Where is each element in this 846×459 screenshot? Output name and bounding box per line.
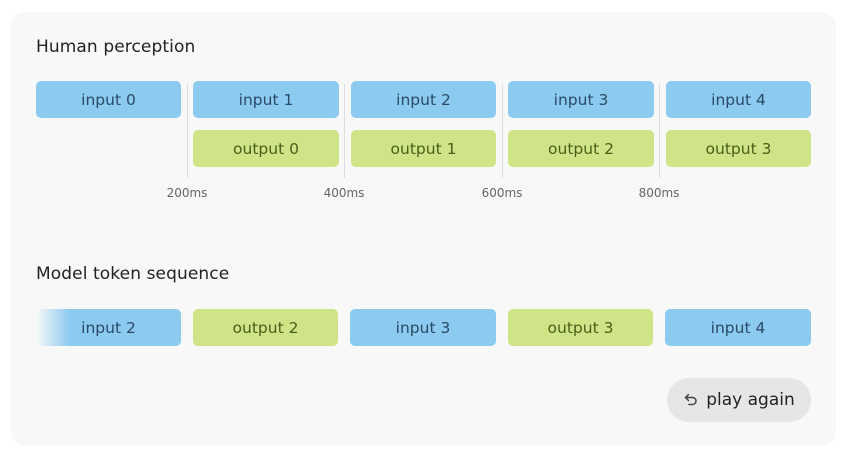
perception-output-3: output 3 — [666, 130, 811, 167]
human-perception-title: Human perception — [36, 37, 196, 57]
perception-output-1: output 1 — [351, 130, 496, 167]
play-again-label: play again — [706, 390, 795, 410]
time-divider — [187, 84, 188, 178]
time-tick-400ms: 400ms — [323, 186, 365, 200]
perception-output-2: output 2 — [508, 130, 654, 167]
sequence-token-2: input 3 — [350, 309, 496, 346]
time-divider — [659, 84, 660, 178]
sequence-token-3: output 3 — [508, 309, 653, 346]
perception-output-0: output 0 — [193, 130, 339, 167]
perception-input-4: input 4 — [666, 81, 811, 118]
sequence-token-4: input 4 — [665, 309, 811, 346]
time-tick-600ms: 600ms — [481, 186, 523, 200]
undo-arrow-icon — [683, 392, 699, 408]
time-tick-200ms: 200ms — [166, 186, 208, 200]
sequence-token-1: output 2 — [193, 309, 338, 346]
perception-input-0: input 0 — [36, 81, 181, 118]
play-again-button[interactable]: play again — [667, 378, 811, 422]
sequence-token-0: input 2 — [36, 309, 181, 346]
model-token-sequence-title: Model token sequence — [36, 264, 230, 284]
perception-input-1: input 1 — [193, 81, 339, 118]
perception-input-2: input 2 — [351, 81, 496, 118]
time-divider — [502, 84, 503, 178]
time-divider — [344, 84, 345, 178]
perception-input-3: input 3 — [508, 81, 654, 118]
time-tick-800ms: 800ms — [638, 186, 680, 200]
